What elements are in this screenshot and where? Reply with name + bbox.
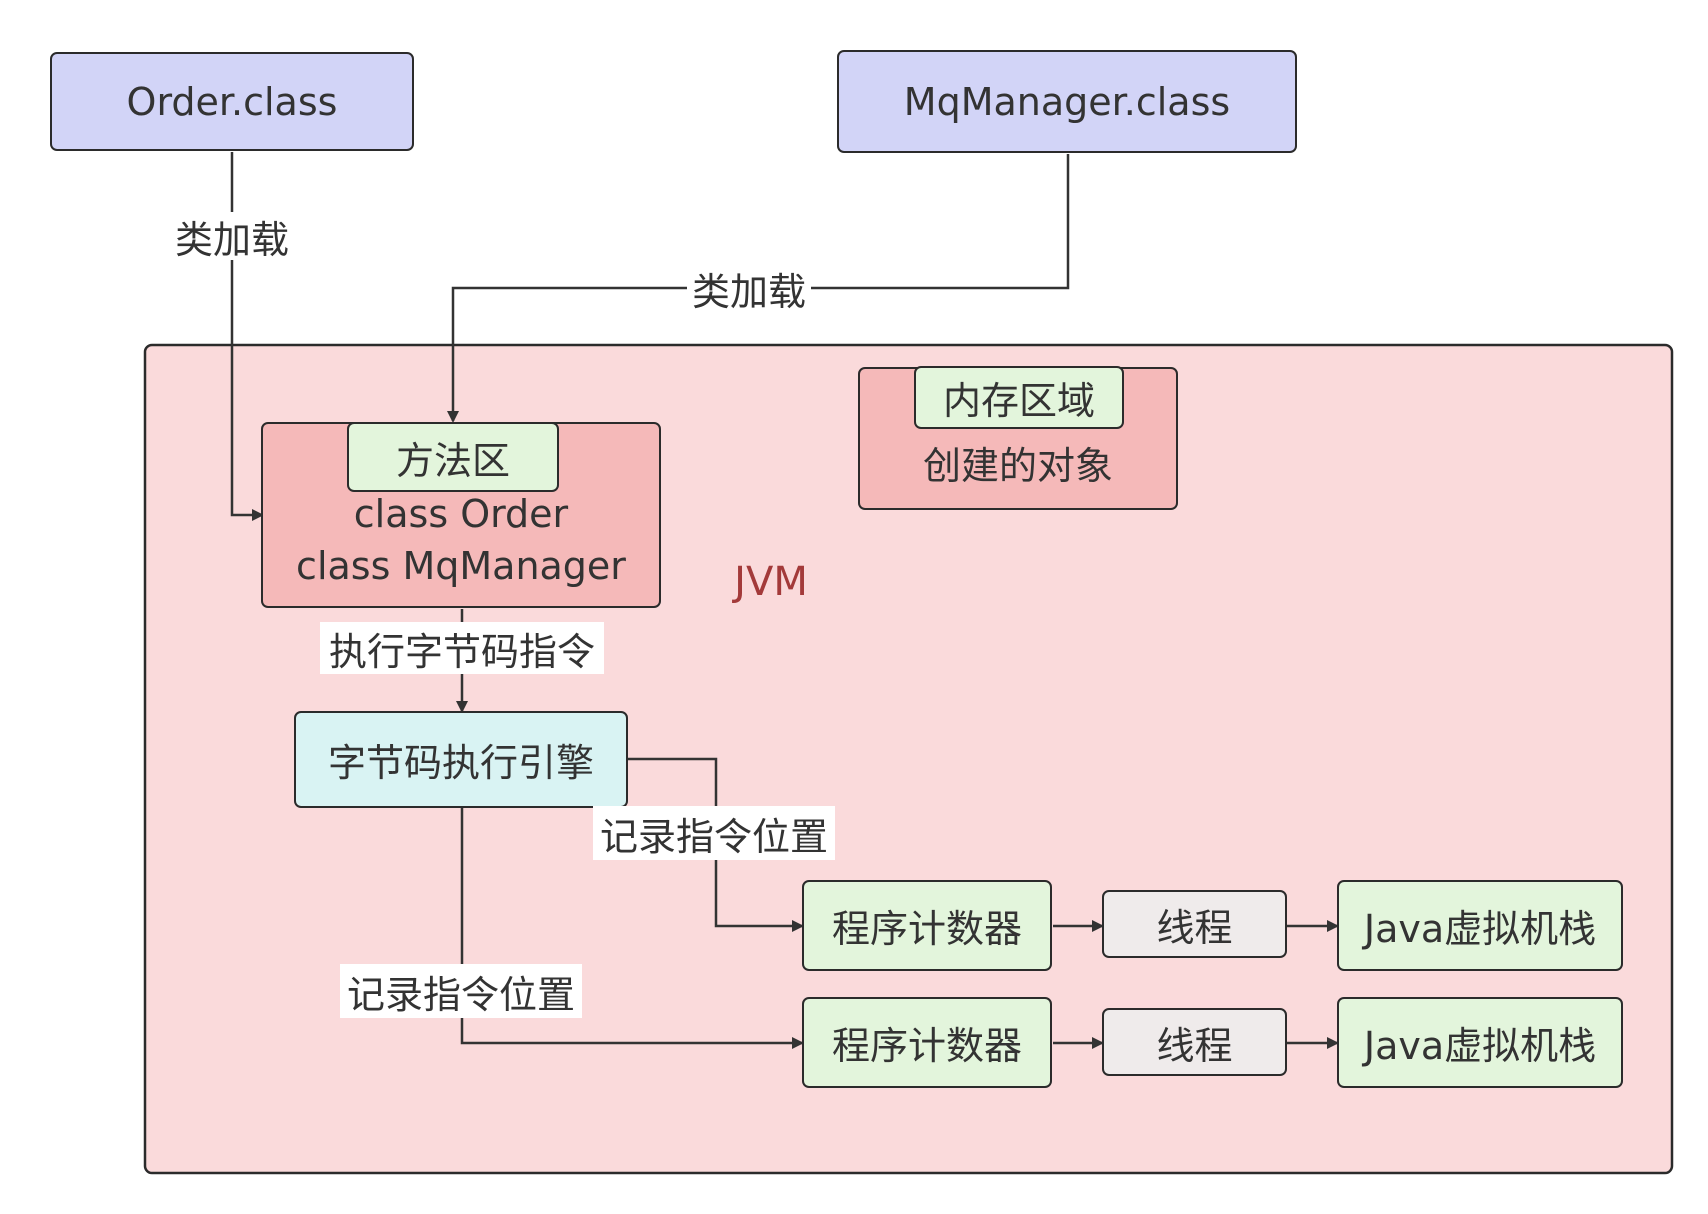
mqmanager-class-node: MqManager.class (837, 50, 1297, 153)
edge-record-2 (460, 808, 804, 1049)
thread-2-label: 线程 (1156, 1023, 1233, 1068)
java-vm-stack-2: Java虚拟机栈 (1337, 997, 1623, 1088)
edge-label-record-2: 记录指令位置 (340, 964, 582, 1018)
edge-label-record-1: 记录指令位置 (593, 806, 835, 860)
java-vm-stack-2-label: Java虚拟机栈 (1363, 1024, 1597, 1068)
memory-area-content: 创建的对象 (922, 444, 1113, 488)
method-area-title: 方法区 (347, 422, 559, 492)
memory-area-title-text: 内存区域 (942, 379, 1095, 423)
memory-area-title: 内存区域 (914, 366, 1124, 429)
thread-1: 线程 (1102, 890, 1287, 958)
program-counter-2: 程序计数器 (802, 997, 1052, 1088)
program-counter-1-label: 程序计数器 (831, 907, 1022, 951)
java-vm-stack-1: Java虚拟机栈 (1337, 880, 1623, 971)
edge-label-mq-load: 类加载 (687, 264, 811, 314)
method-area-class-mqmanager: class MqManager (296, 544, 626, 588)
java-vm-stack-1-label: Java虚拟机栈 (1363, 907, 1597, 951)
bytecode-engine-label: 字节码执行引擎 (327, 741, 594, 785)
thread-2: 线程 (1102, 1008, 1287, 1076)
method-area-title-text: 方法区 (395, 438, 510, 483)
mqmanager-class-label: MqManager.class (903, 79, 1231, 124)
thread-1-label: 线程 (1156, 905, 1233, 950)
order-class-node: Order.class (50, 52, 414, 151)
bytecode-engine: 字节码执行引擎 (294, 711, 628, 808)
edge-label-order-load: 类加载 (170, 212, 294, 262)
program-counter-1: 程序计数器 (802, 880, 1052, 971)
edge-order-load (230, 152, 264, 521)
jvm-label: JVM (734, 559, 808, 605)
order-class-label: Order.class (126, 79, 338, 124)
edge-label-execute: 执行字节码指令 (320, 622, 604, 674)
method-area-class-order: class Order (353, 492, 569, 536)
program-counter-2-label: 程序计数器 (831, 1024, 1022, 1068)
